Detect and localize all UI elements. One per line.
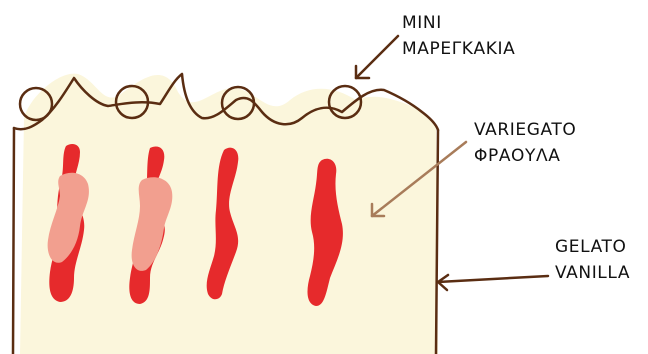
label-variegato: VARIEGATO ΦΡΑΟΥΛΑ [474,117,576,169]
label-variegato-line1: VARIEGATO [474,117,576,143]
label-mini-meringues-line1: MINI [402,10,515,36]
label-gelato-vanilla: GELATO VANILLA [555,234,630,286]
label-mini-meringues-line2: ΜΑΡΕΓΚΑΚΙΑ [402,36,515,62]
arrow-to-meringue [356,36,398,78]
label-gelato-vanilla-line2: VANILLA [555,260,630,286]
label-mini-meringues: MINI ΜΑΡΕΓΚΑΚΙΑ [402,10,515,62]
label-gelato-vanilla-line1: GELATO [555,234,630,260]
arrow-to-gelato [438,275,548,290]
gelato-left-wall [13,128,14,354]
label-variegato-line2: ΦΡΑΟΥΛΑ [474,143,576,169]
